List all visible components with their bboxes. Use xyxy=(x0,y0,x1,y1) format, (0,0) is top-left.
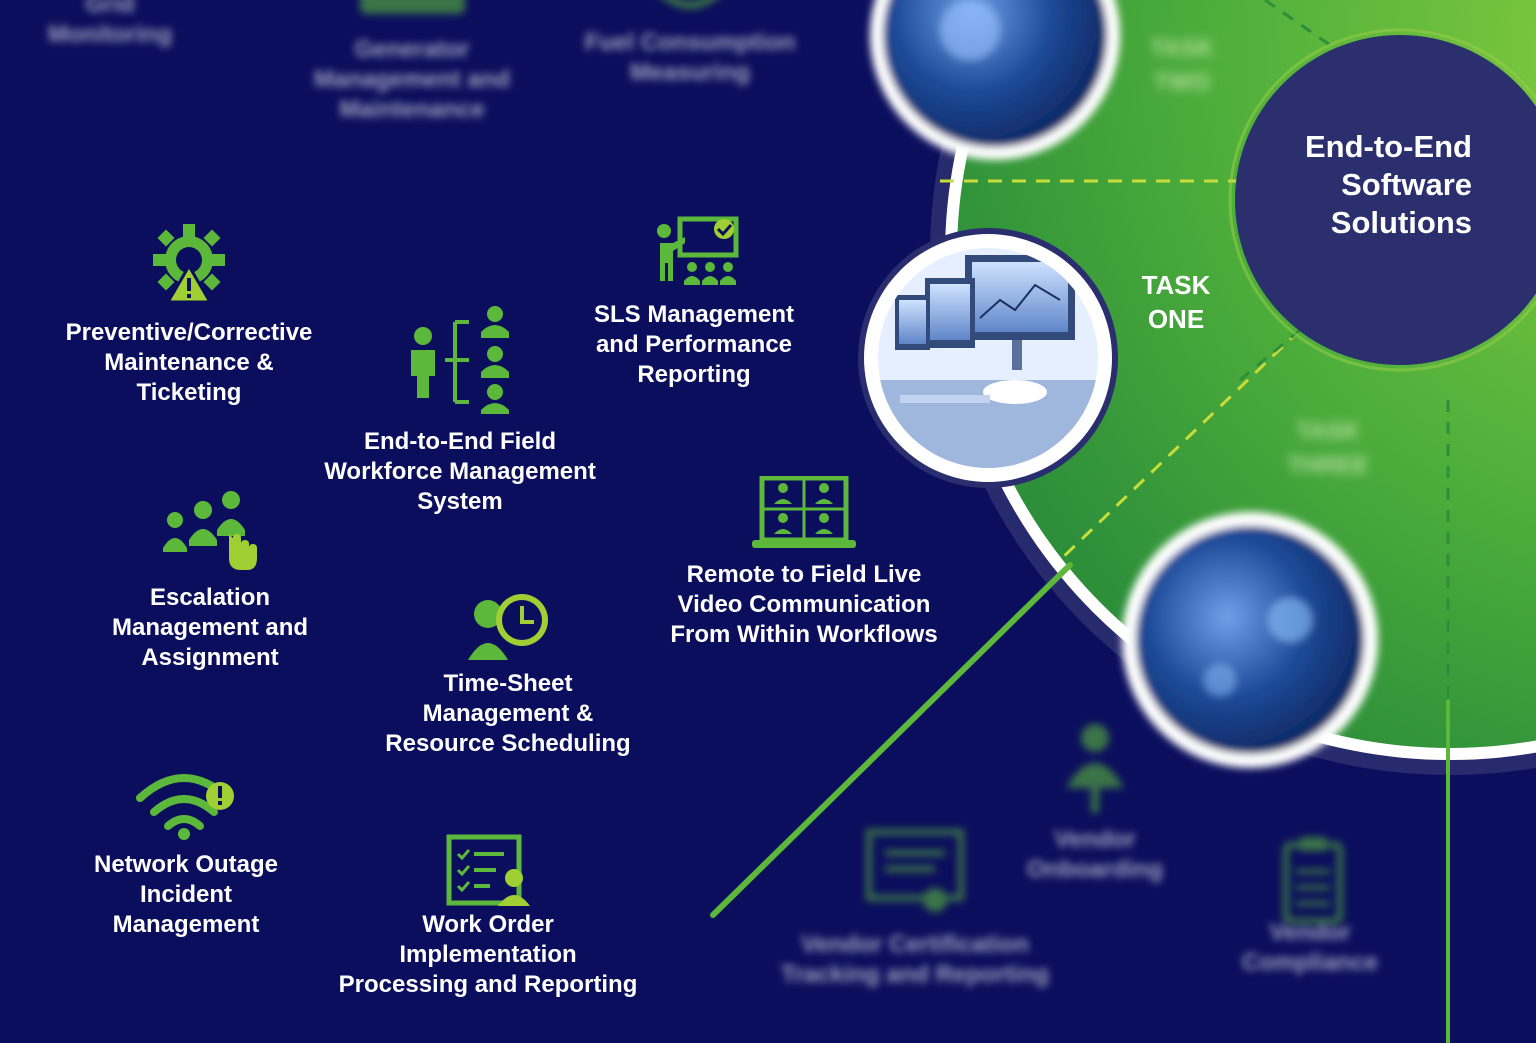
fuel-gauge-icon xyxy=(664,0,716,9)
vendor-onboarding-icon xyxy=(1066,724,1124,813)
task-one-label: TASK ONE xyxy=(1141,270,1211,334)
certificate-icon xyxy=(866,829,964,912)
workforce-hierarchy-icon xyxy=(411,306,509,414)
generator-icon xyxy=(360,0,465,14)
feature-label: End-to-End Field Workforce Management Sy… xyxy=(324,428,596,515)
team-select-icon xyxy=(163,491,257,570)
blurred-item-label: Grid Monitoring xyxy=(48,0,172,48)
feature-label: Escalation Management and Assignment xyxy=(111,584,309,671)
blurred-item-label: Vendor Compliance xyxy=(1241,919,1379,976)
bottom-image-circle xyxy=(1122,512,1378,768)
blurred-task-label: TASK THREE xyxy=(1287,418,1369,479)
user-clock-icon xyxy=(468,594,548,660)
feature-label: Remote to Field Live Video Communication… xyxy=(670,561,938,648)
feature-label: Preventive/Corrective Maintenance & Tick… xyxy=(65,319,313,406)
presentation-icon xyxy=(655,216,739,285)
blurred-item-label: Vendor Certification Tracking and Report… xyxy=(780,931,1050,988)
blurred-item-label: Generator Management and Maintenance xyxy=(313,36,511,123)
wifi-alert-icon xyxy=(136,774,234,840)
feature-label: SLS Management and Performance Reporting xyxy=(593,301,795,388)
clipboard-icon xyxy=(1283,837,1343,924)
connector-line xyxy=(710,562,1073,918)
blurred-item-label: Vendor Onboarding xyxy=(1027,826,1163,883)
blurred-item-label: Fuel Consumption Measuring xyxy=(584,29,796,86)
task-one-image xyxy=(858,228,1118,488)
video-conference-icon xyxy=(752,476,856,548)
feature-label: Network Outage Incident Management xyxy=(93,851,279,938)
checklist-user-icon xyxy=(446,834,530,906)
top-image-circle xyxy=(870,0,1120,160)
feature-label: Work Order Implementation Processing and… xyxy=(338,911,638,998)
hub-title: End-to-End Software Solutions xyxy=(1304,129,1472,240)
gear-warning-icon xyxy=(153,224,225,304)
hub-circle xyxy=(1235,35,1536,365)
blurred-task-label: TASK TWO xyxy=(1150,35,1214,96)
feature-label: Time-Sheet Management & Resource Schedul… xyxy=(385,670,631,757)
